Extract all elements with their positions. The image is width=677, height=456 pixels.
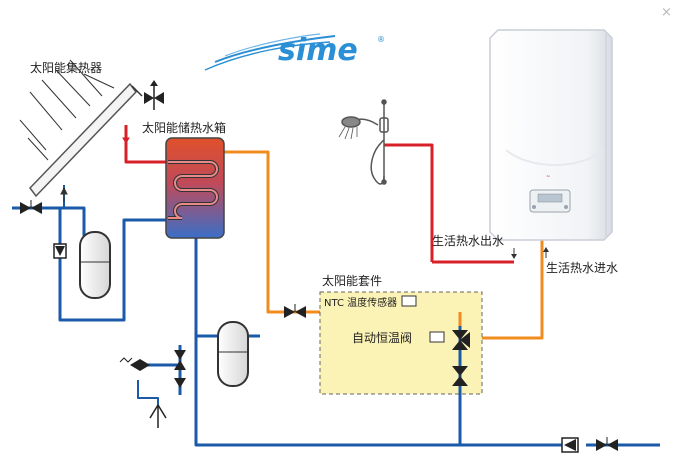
shower-icon [338, 99, 389, 185]
close-icon[interactable]: × [661, 5, 672, 20]
shutoff-valve-icon [284, 304, 306, 318]
logo-registered: ® [377, 35, 385, 44]
thermostatic-valve-label: 自动恒温阀 [352, 331, 412, 345]
expansion-vessel-solar [79, 231, 111, 299]
solar-collector [29, 82, 143, 198]
sime-logo: sime ® [204, 33, 385, 71]
solar-tank-label: 太阳能储热水箱 [142, 120, 226, 135]
cold-water-in-label: 生活热水进水 [546, 261, 618, 275]
safety-valve-icon [119, 350, 186, 428]
shutoff-valve-icon [596, 437, 618, 451]
boiler-knob [532, 205, 536, 209]
thermostatic-valve-sensor-icon [429, 331, 445, 343]
expansion-vessel-dhw [217, 321, 249, 387]
solar-collector-label: 太阳能集热器 [30, 60, 102, 75]
boiler-knob [564, 205, 568, 209]
check-valve-icon [53, 243, 67, 259]
ntc-sensor-icon [401, 295, 417, 307]
air-vent-icon [144, 80, 164, 110]
solar-kit-label: 太阳能套件 [322, 273, 382, 288]
shutoff-valve-icon [20, 200, 42, 214]
boiler-display [537, 193, 563, 203]
solar-kit-box [319, 291, 483, 395]
flow-arrow-up-icon [543, 247, 549, 258]
boiler-unit: ~ [489, 29, 613, 241]
flow-arrow-up-icon [60, 186, 68, 202]
flow-arrow-down-icon [122, 130, 130, 144]
logo-text: sime [278, 33, 358, 68]
hot-water-out-label: 生活热水出水 [432, 234, 504, 248]
solar-storage-tank [165, 137, 225, 239]
boiler-brand-mark: ~ [546, 174, 550, 180]
check-valve-icon [561, 437, 579, 453]
thermostatic-mixing-valve-icon [452, 330, 470, 386]
flow-arrow-down-icon [511, 248, 517, 259]
sun-rays [19, 59, 115, 161]
ntc-sensor-label: NTC 温度传感器 [324, 296, 397, 309]
